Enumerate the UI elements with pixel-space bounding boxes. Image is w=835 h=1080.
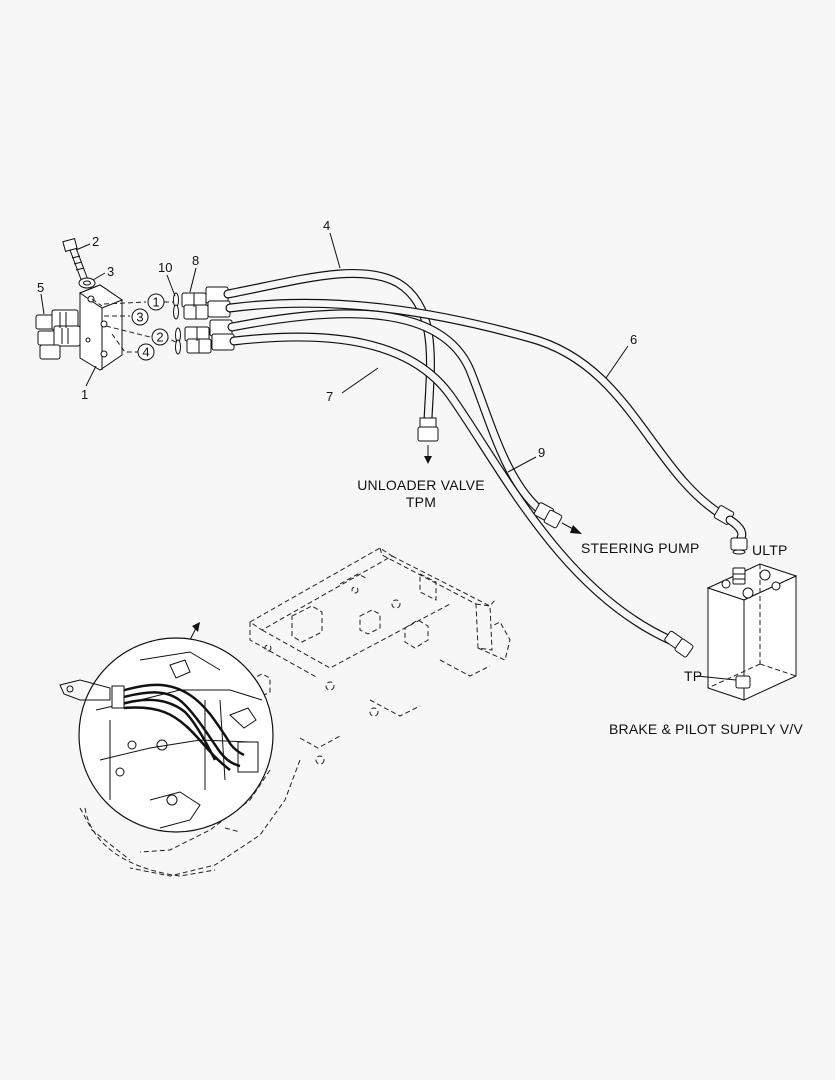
callout-1: 1 bbox=[81, 365, 97, 402]
port-marker-4: 4 bbox=[137, 343, 155, 361]
svg-text:5: 5 bbox=[37, 280, 44, 295]
callout-2: 2 bbox=[75, 234, 99, 251]
tp-hose-end bbox=[664, 630, 694, 658]
mounting-bolt bbox=[62, 238, 89, 283]
hose-6-ultp bbox=[225, 298, 727, 520]
svg-text:7: 7 bbox=[326, 389, 333, 404]
callout-6: 6 bbox=[605, 332, 637, 379]
detail-magnifier bbox=[59, 637, 274, 833]
svg-text:3: 3 bbox=[107, 264, 114, 279]
callout-3: 3 bbox=[92, 264, 114, 281]
frame-lower-outline bbox=[84, 807, 241, 877]
o-rings bbox=[173, 292, 181, 355]
svg-text:1: 1 bbox=[81, 387, 88, 402]
detail-arrow bbox=[189, 622, 200, 641]
svg-text:3: 3 bbox=[136, 310, 143, 325]
tpm-label: TPM bbox=[406, 494, 436, 510]
ultp-label: ULTP bbox=[752, 542, 788, 558]
svg-text:2: 2 bbox=[92, 234, 99, 249]
callout-10: 10 bbox=[158, 260, 176, 297]
svg-text:1: 1 bbox=[152, 295, 159, 310]
callout-7: 7 bbox=[326, 367, 379, 404]
adapter-fittings bbox=[181, 292, 212, 354]
frame-location-sketch bbox=[79, 547, 511, 877]
svg-text:4: 4 bbox=[323, 218, 330, 233]
port-marker-1a: 1 bbox=[147, 293, 165, 311]
unloader-valve-label: UNLOADER VALVE bbox=[357, 477, 485, 493]
manifold-fittings-left bbox=[35, 309, 81, 360]
callout-8: 8 bbox=[189, 253, 199, 293]
callout-5: 5 bbox=[37, 280, 45, 315]
washer bbox=[78, 277, 96, 289]
steering-hose-end bbox=[533, 502, 582, 534]
svg-text:4: 4 bbox=[142, 345, 149, 360]
brake-pilot-supply-label: BRAKE & PILOT SUPPLY V/V bbox=[609, 721, 803, 737]
svg-text:10: 10 bbox=[158, 260, 172, 275]
port-marker-3: 3 bbox=[131, 308, 149, 326]
callout-4: 4 bbox=[323, 218, 341, 269]
hose-9-tp bbox=[229, 332, 675, 645]
unloader-hose-end bbox=[417, 417, 439, 464]
svg-text:8: 8 bbox=[192, 253, 199, 268]
hose-end-nuts bbox=[205, 286, 235, 351]
steering-pump-label: STEERING PUMP bbox=[581, 540, 700, 556]
manifold-block bbox=[78, 284, 124, 371]
brake-pilot-valve-block bbox=[696, 563, 798, 701]
tp-label: TP bbox=[684, 668, 702, 684]
svg-text:9: 9 bbox=[538, 445, 545, 460]
hose-7-steering bbox=[227, 309, 545, 515]
port-marker-2: 2 bbox=[151, 328, 169, 346]
callout-9: 9 bbox=[507, 445, 545, 473]
ultp-hose-end bbox=[713, 505, 748, 555]
svg-text:2: 2 bbox=[156, 330, 163, 345]
svg-text:6: 6 bbox=[630, 332, 637, 347]
